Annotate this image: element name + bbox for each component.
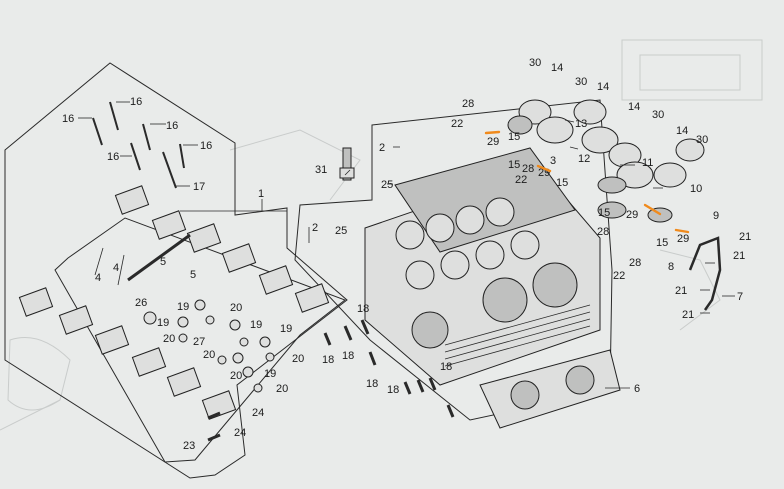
callout-16: 16 — [130, 96, 142, 108]
cylinder-head — [364, 147, 601, 386]
highlight-marks — [484, 130, 690, 234]
callout-20: 20 — [203, 349, 215, 361]
dowel-pins — [207, 319, 455, 442]
callout-18: 18 — [342, 350, 354, 362]
cam-journals — [395, 197, 578, 349]
callout-20: 20 — [230, 302, 242, 314]
callout-30: 30 — [696, 134, 708, 146]
callout-21: 21 — [739, 231, 751, 243]
callout-20: 20 — [230, 370, 242, 382]
callout-15: 15 — [508, 131, 520, 143]
callout-5: 5 — [160, 256, 166, 268]
callout-21: 21 — [682, 309, 694, 321]
callout-11: 11 — [642, 157, 653, 169]
callout-16: 16 — [62, 113, 74, 125]
head-gasket — [479, 349, 621, 429]
callout-25: 25 — [381, 179, 393, 191]
callout-14: 14 — [597, 81, 609, 93]
callout-28: 28 — [522, 163, 534, 175]
callout-16: 16 — [200, 140, 212, 152]
callout-12: 12 — [578, 153, 590, 165]
callout-19: 19 — [250, 319, 262, 331]
callout-18: 18 — [440, 361, 452, 373]
callout-8: 8 — [668, 261, 674, 273]
callout-22: 22 — [451, 118, 463, 130]
callout-21: 21 — [675, 285, 687, 297]
callout-5: 5 — [190, 269, 196, 281]
callout-3: 3 — [550, 155, 556, 167]
callout-23: 23 — [183, 440, 195, 452]
callout-7: 7 — [737, 291, 743, 303]
callout-27: 27 — [193, 336, 205, 348]
callout-9: 9 — [713, 210, 719, 222]
callout-21: 21 — [733, 250, 745, 262]
callout-14: 14 — [628, 101, 640, 113]
callout-15: 15 — [656, 237, 668, 249]
callout-24: 24 — [234, 427, 246, 439]
callout-2: 2 — [312, 222, 318, 234]
callout-25: 25 — [335, 225, 347, 237]
callout-16: 16 — [166, 120, 178, 132]
highlight-underline — [643, 203, 662, 216]
callout-10: 10 — [690, 183, 702, 195]
callout-28: 28 — [597, 226, 609, 238]
callout-17: 17 — [193, 181, 205, 193]
highlight-underline — [484, 130, 501, 135]
callout-14: 14 — [551, 62, 563, 74]
callout-15: 15 — [508, 159, 520, 171]
camshaft-holders — [18, 185, 330, 420]
callout-29: 29 — [677, 233, 689, 245]
callout-22: 22 — [515, 174, 527, 186]
callout-26: 26 — [135, 297, 147, 309]
callout-15: 15 — [556, 177, 568, 189]
callout-30: 30 — [652, 109, 664, 121]
callout-15: 15 — [598, 207, 610, 219]
callout-18: 18 — [387, 384, 399, 396]
holder-bolts — [92, 101, 185, 189]
oil-pipe — [688, 236, 722, 311]
callout-19: 19 — [177, 301, 189, 313]
callout-18: 18 — [322, 354, 334, 366]
callout-6: 6 — [634, 383, 640, 395]
callout-28: 28 — [629, 257, 641, 269]
callout-1: 1 — [258, 188, 264, 200]
callout-19: 19 — [157, 317, 169, 329]
callout-labels: 1 2 2 3 4 4 5 5 6 7 8 9 10 11 12 13 14 1… — [62, 57, 751, 452]
highlight-underline — [674, 228, 690, 234]
callout-20: 20 — [163, 333, 175, 345]
callout-4: 4 — [113, 262, 119, 274]
cooling-fins — [444, 304, 591, 367]
callout-2: 2 — [379, 142, 385, 154]
callout-30: 30 — [575, 76, 587, 88]
callout-28: 28 — [462, 98, 474, 110]
callout-20: 20 — [276, 383, 288, 395]
leader-lines — [78, 101, 735, 389]
callout-4: 4 — [95, 272, 101, 284]
spark-plug — [339, 147, 355, 181]
callout-19: 19 — [264, 368, 276, 380]
callout-18: 18 — [357, 303, 369, 315]
washers-and-nuts — [143, 299, 275, 393]
callout-29: 29 — [626, 209, 638, 221]
callout-22: 22 — [613, 270, 625, 282]
camshaft-holder-frame — [4, 62, 348, 479]
callout-14: 14 — [676, 125, 688, 137]
callout-16: 16 — [107, 151, 119, 163]
callout-24: 24 — [252, 407, 264, 419]
callout-29: 29 — [487, 136, 499, 148]
highlight-underline — [536, 164, 552, 173]
callout-18: 18 — [366, 378, 378, 390]
callout-19: 19 — [280, 323, 292, 335]
callout-31: 31 — [315, 164, 327, 176]
callout-13: 13 — [575, 118, 587, 130]
callout-30: 30 — [529, 57, 541, 69]
intake-insulators — [507, 99, 705, 223]
callout-20: 20 — [292, 353, 304, 365]
